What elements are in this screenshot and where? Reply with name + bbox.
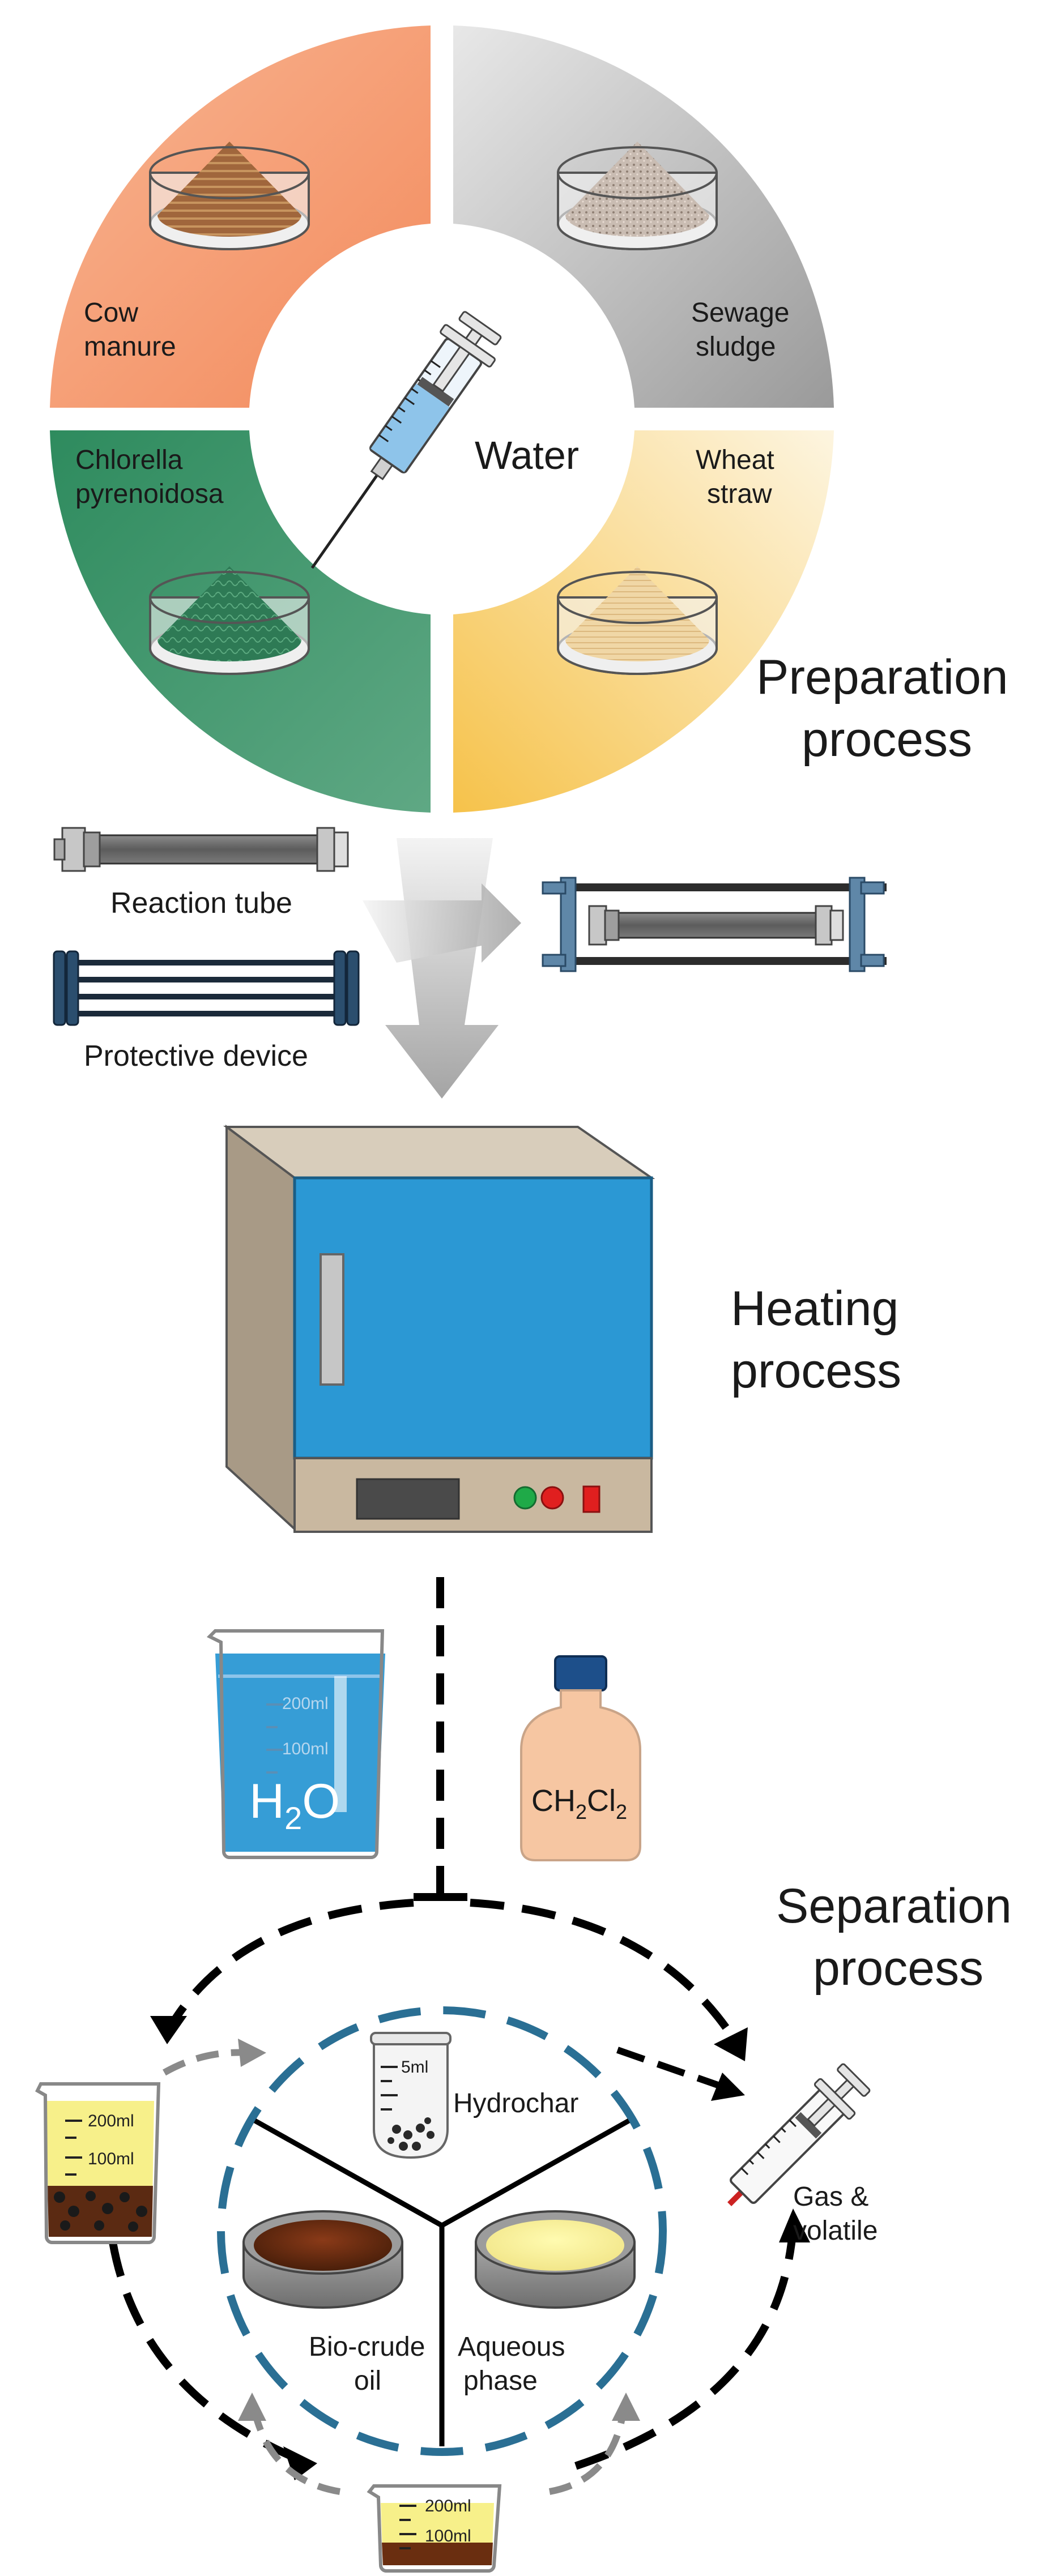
left-beaker-mark-high: 200ml: [88, 2112, 134, 2130]
arrowhead-right-up: [779, 2208, 810, 2242]
gas-label-2: volatile: [793, 2216, 878, 2246]
dcm-bottle-icon: [520, 1655, 641, 1861]
reaction-tube-label: Reaction tube: [110, 887, 292, 920]
cow-manure-dish: [149, 142, 310, 250]
arrowhead-left-top: [150, 2016, 187, 2044]
water-beaker-mark-low: 100ml: [282, 1740, 329, 1758]
arrowhead-right-top: [714, 2027, 748, 2061]
gray-arrowhead-1: [238, 2039, 266, 2067]
separation-title-2: process: [813, 1941, 983, 1996]
biocrude-label-1: Bio-crude: [309, 2332, 425, 2362]
sewage-sludge-dish: [557, 142, 718, 250]
hydrochar-tube-mark: 5ml: [401, 2058, 428, 2077]
separation-title-1: Separation: [776, 1879, 1012, 1933]
water-syringe-icon: [310, 311, 502, 569]
gas-syringe-icon: [727, 2063, 871, 2206]
hydrochar-gas-arrow: [616, 2047, 732, 2093]
merge-arrow-icon: [363, 838, 521, 1099]
aqueous-label-2: phase: [463, 2366, 538, 2396]
bottom-beaker-mark-high: 200ml: [425, 2497, 471, 2515]
preparation-title-2: process: [802, 712, 972, 767]
y-divider: [253, 2118, 631, 2446]
water-label: Water: [475, 433, 579, 477]
assembled-reactor-icon: [542, 877, 887, 972]
water-beaker-icon: [206, 1629, 385, 1859]
biocrude-oil-dish-icon: [242, 2210, 403, 2309]
aqueous-label-1: Aqueous: [458, 2332, 565, 2362]
heating-title-2: process: [731, 1344, 901, 1398]
left-beaker-mark-low: 100ml: [88, 2150, 134, 2168]
reaction-tube-icon: [53, 827, 349, 872]
cow-manure-label-1: Cow: [84, 298, 138, 328]
biocrude-label-2: oil: [354, 2366, 381, 2396]
chlorella-label-2: pyrenoidosa: [75, 479, 224, 509]
sewage-sludge-label-1: Sewage: [691, 298, 789, 328]
hydrochar-label: Hydrochar: [453, 2088, 578, 2118]
heating-title-1: Heating: [731, 1281, 898, 1336]
wheat-straw-label-2: straw: [707, 479, 772, 509]
bottom-beaker-icon: [367, 2484, 502, 2573]
chlorella-label-1: Chlorella: [75, 445, 183, 475]
wheat-straw-label-1: Wheat: [696, 445, 774, 475]
protective-device-icon: [53, 950, 360, 1026]
bottom-beaker-mark-low: 100ml: [425, 2527, 471, 2545]
water-formula: H2O: [249, 1774, 340, 1836]
gray-arrowhead-2: [238, 2393, 266, 2421]
left-beaker-icon: [35, 2082, 161, 2244]
gas-label-1: Gas &: [793, 2182, 868, 2212]
gray-dashed-arrows: [163, 2049, 627, 2495]
protective-device-label: Protective device: [84, 1040, 308, 1073]
cow-manure-label-2: manure: [84, 332, 176, 362]
chlorella-dish: [149, 566, 310, 675]
gray-arrowhead-3: [612, 2393, 640, 2421]
wheat-straw-dish: [557, 566, 718, 675]
sewage-sludge-label-2: sludge: [696, 332, 776, 362]
oven-icon: [223, 1125, 655, 1533]
aqueous-phase-dish-icon: [475, 2210, 636, 2309]
outer-dashed-cycle: [104, 1899, 797, 2473]
dcm-formula: CH2Cl2: [531, 1784, 627, 1823]
inner-dashed-ring: [217, 2006, 667, 2456]
preparation-title-1: Preparation: [756, 650, 1008, 704]
arrowhead-hydrochar-gas: [711, 2073, 745, 2101]
water-beaker-mark-high: 200ml: [282, 1694, 329, 1713]
hydrochar-tube-icon: [370, 2032, 452, 2159]
